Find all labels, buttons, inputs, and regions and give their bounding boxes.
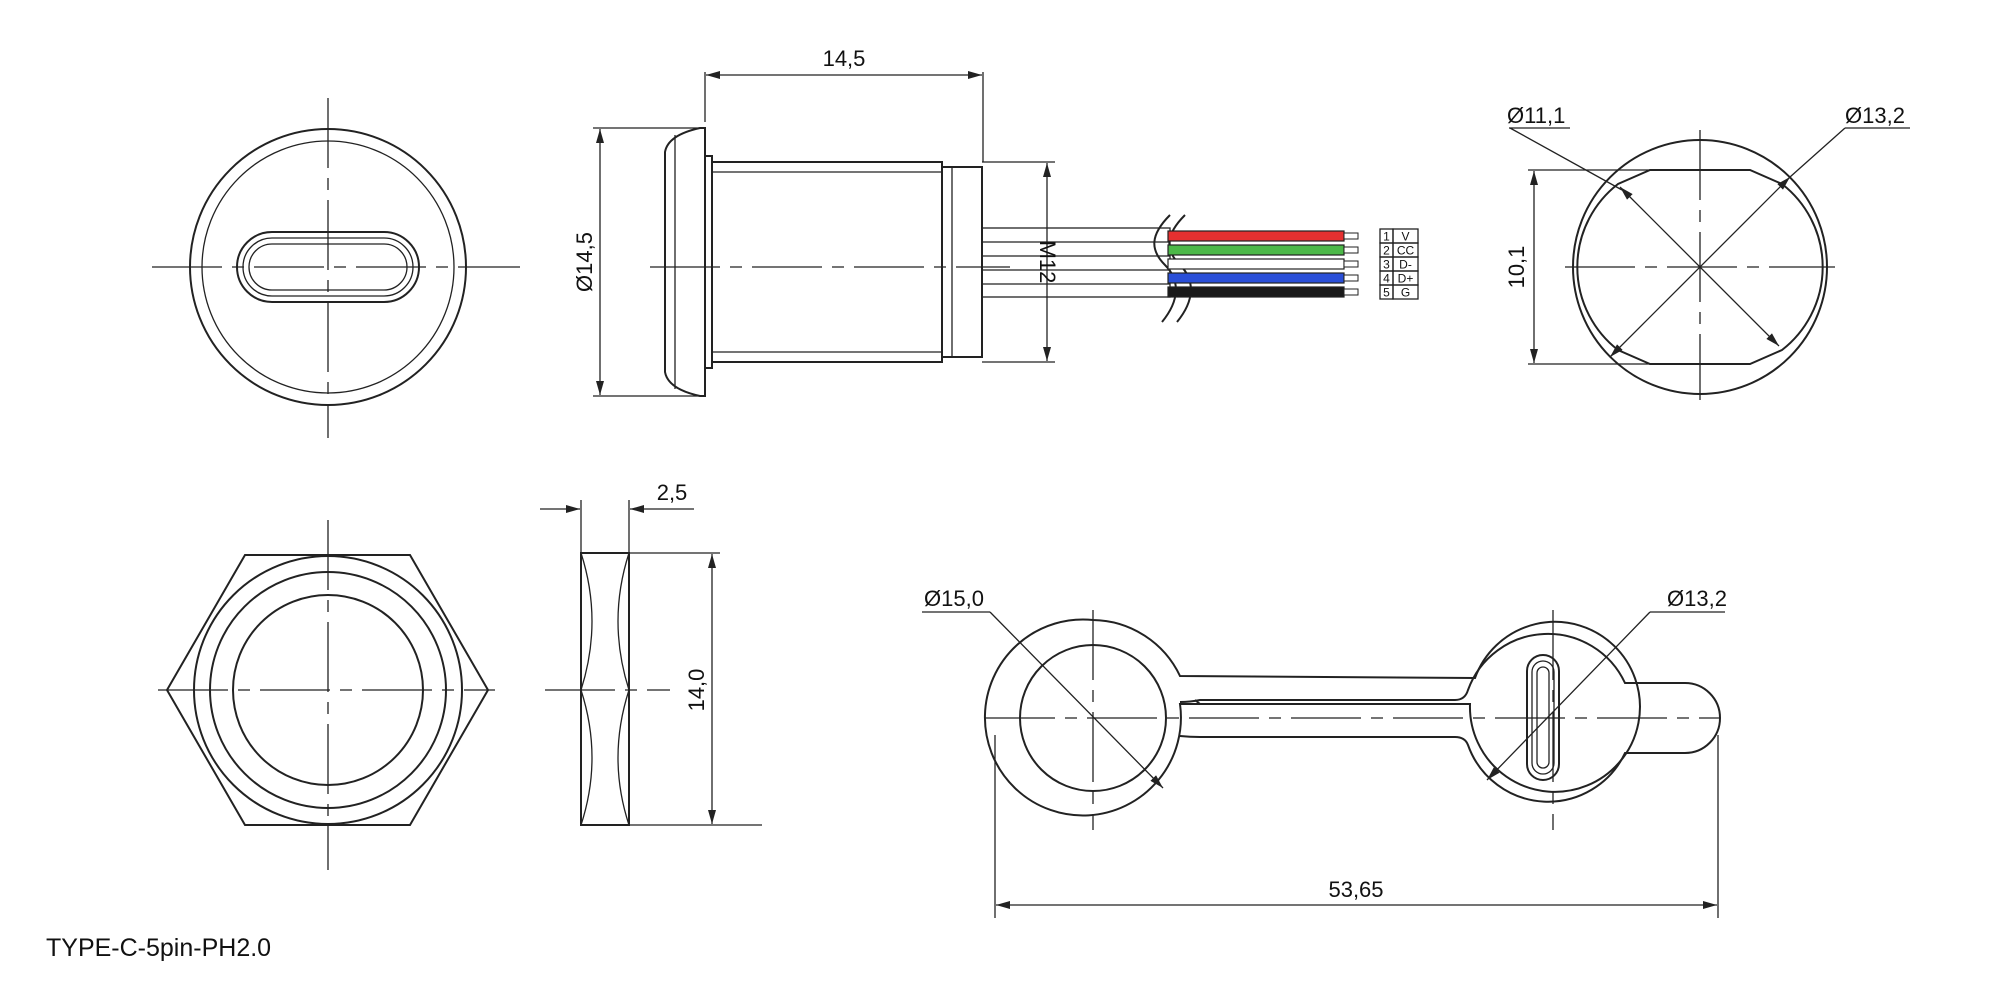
dim-cap-length: 53,65: [1328, 877, 1383, 902]
pin-label-5: G: [1401, 286, 1410, 300]
wire-terminal-2: [1343, 246, 1359, 254]
drawing-caption: TYPE-C-5pin-PH2.0: [46, 934, 272, 962]
wire-terminal-5: [1343, 288, 1359, 296]
pin-number-1: 1: [1383, 230, 1390, 244]
pin-number-4: 4: [1383, 272, 1390, 286]
dim-nut-thickness: 2,5: [657, 480, 688, 505]
wire-3: [1167, 258, 1345, 270]
nut-side-view: 2,5 14,0: [540, 480, 762, 826]
wire-terminal-3: [1343, 260, 1359, 268]
dust-cap-view: Ø15,0 Ø13,2 53,65: [922, 586, 1727, 918]
pin-number-5: 5: [1383, 286, 1390, 300]
dim-nut-height: 14,0: [684, 669, 709, 712]
pin-label-1: V: [1401, 230, 1409, 244]
dim-body-length: 14,5: [823, 46, 866, 71]
pin-number-2: 2: [1383, 244, 1390, 258]
wire-terminal-4: [1343, 274, 1359, 282]
cutout-view: Ø11,1 Ø13,2 10,1: [1504, 103, 1910, 400]
pin-label-3: D-: [1399, 258, 1412, 272]
pin-label-4: D+: [1398, 272, 1414, 286]
dim-cap-diameter: Ø15,0: [924, 586, 984, 611]
wire-2: [1167, 244, 1345, 256]
wire-group: [1167, 230, 1359, 298]
dim-flange-diameter: Ø14,5: [572, 232, 597, 292]
nut-front-view: [158, 520, 495, 870]
wire-terminal-1: [1343, 232, 1359, 240]
pin-number-3: 3: [1383, 258, 1390, 272]
wire-1: [1167, 230, 1345, 242]
dim-cap-ring-diameter: Ø13,2: [1667, 586, 1727, 611]
dim-outer-diameter: Ø13,2: [1845, 103, 1905, 128]
wire-4: [1167, 272, 1345, 284]
front-view: [152, 98, 520, 438]
pin-label-2: CC: [1397, 244, 1415, 258]
dim-flat-width: 10,1: [1504, 246, 1529, 289]
pin-label-cell-5: [1392, 284, 1419, 300]
dim-inner-diameter: Ø11,1: [1507, 103, 1565, 128]
dim-thread: M12: [1035, 241, 1060, 284]
wire-5: [1167, 286, 1345, 298]
